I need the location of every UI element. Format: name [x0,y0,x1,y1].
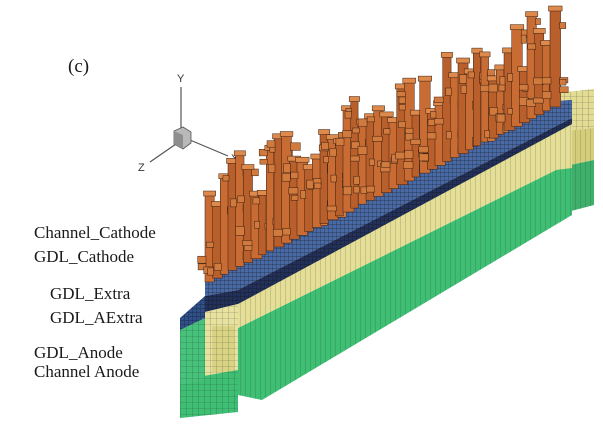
layer-label-channel-cathode: Channel_Cathode [34,223,156,242]
layer-labels: Channel_Cathode GDL_Cathode GDL_Extra GD… [34,223,156,381]
anode-channel-side [238,168,572,400]
panel-label: (c) [68,56,89,77]
cathode-gdl-strip [205,100,572,312]
layer-label-gdl-aextra: GDL_AExtra [50,308,143,327]
layer-label-channel-anode: Channel Anode [34,362,139,381]
pillar-column [342,96,360,209]
layer-label-gdl-extra: GDL_Extra [50,284,131,303]
cathode-channel-pillars [197,5,569,283]
layer-label-gdl-cathode: GDL_Cathode [34,247,134,266]
pillar-column [541,5,569,108]
pillar-column [235,164,259,263]
axis-triad: Y X Z [138,73,239,174]
axis-z-label: Z [138,162,145,174]
axis-y-label: Y [177,73,185,85]
layer-label-gdl-anode: GDL_Anode [34,343,123,362]
near-end-face [180,296,238,418]
